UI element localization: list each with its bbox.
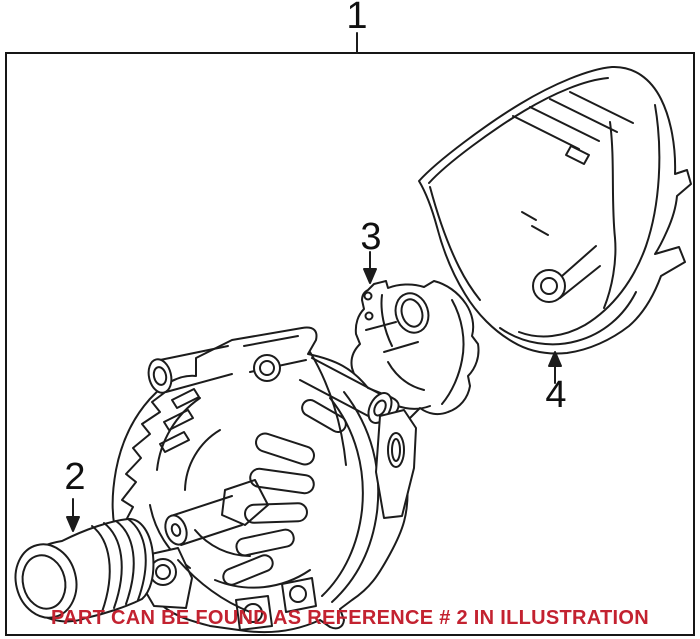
callout-number-4: 4 — [545, 374, 567, 416]
pulley-drawing — [14, 517, 155, 623]
arrow-down-icon — [66, 498, 80, 532]
reference-note: PART CAN BE FOUND AS REFERENCE # 2 IN IL… — [51, 607, 649, 629]
voltage-regulator-drawing — [350, 280, 480, 423]
callout-number-1: 1 — [346, 0, 368, 37]
alternator-drawing — [111, 326, 417, 634]
callout-number-2: 2 — [64, 456, 86, 498]
arrow-down-icon — [363, 251, 377, 284]
rear-cover-drawing — [418, 65, 692, 355]
arrow-up-icon — [548, 351, 562, 384]
callout-number-3: 3 — [360, 216, 382, 258]
